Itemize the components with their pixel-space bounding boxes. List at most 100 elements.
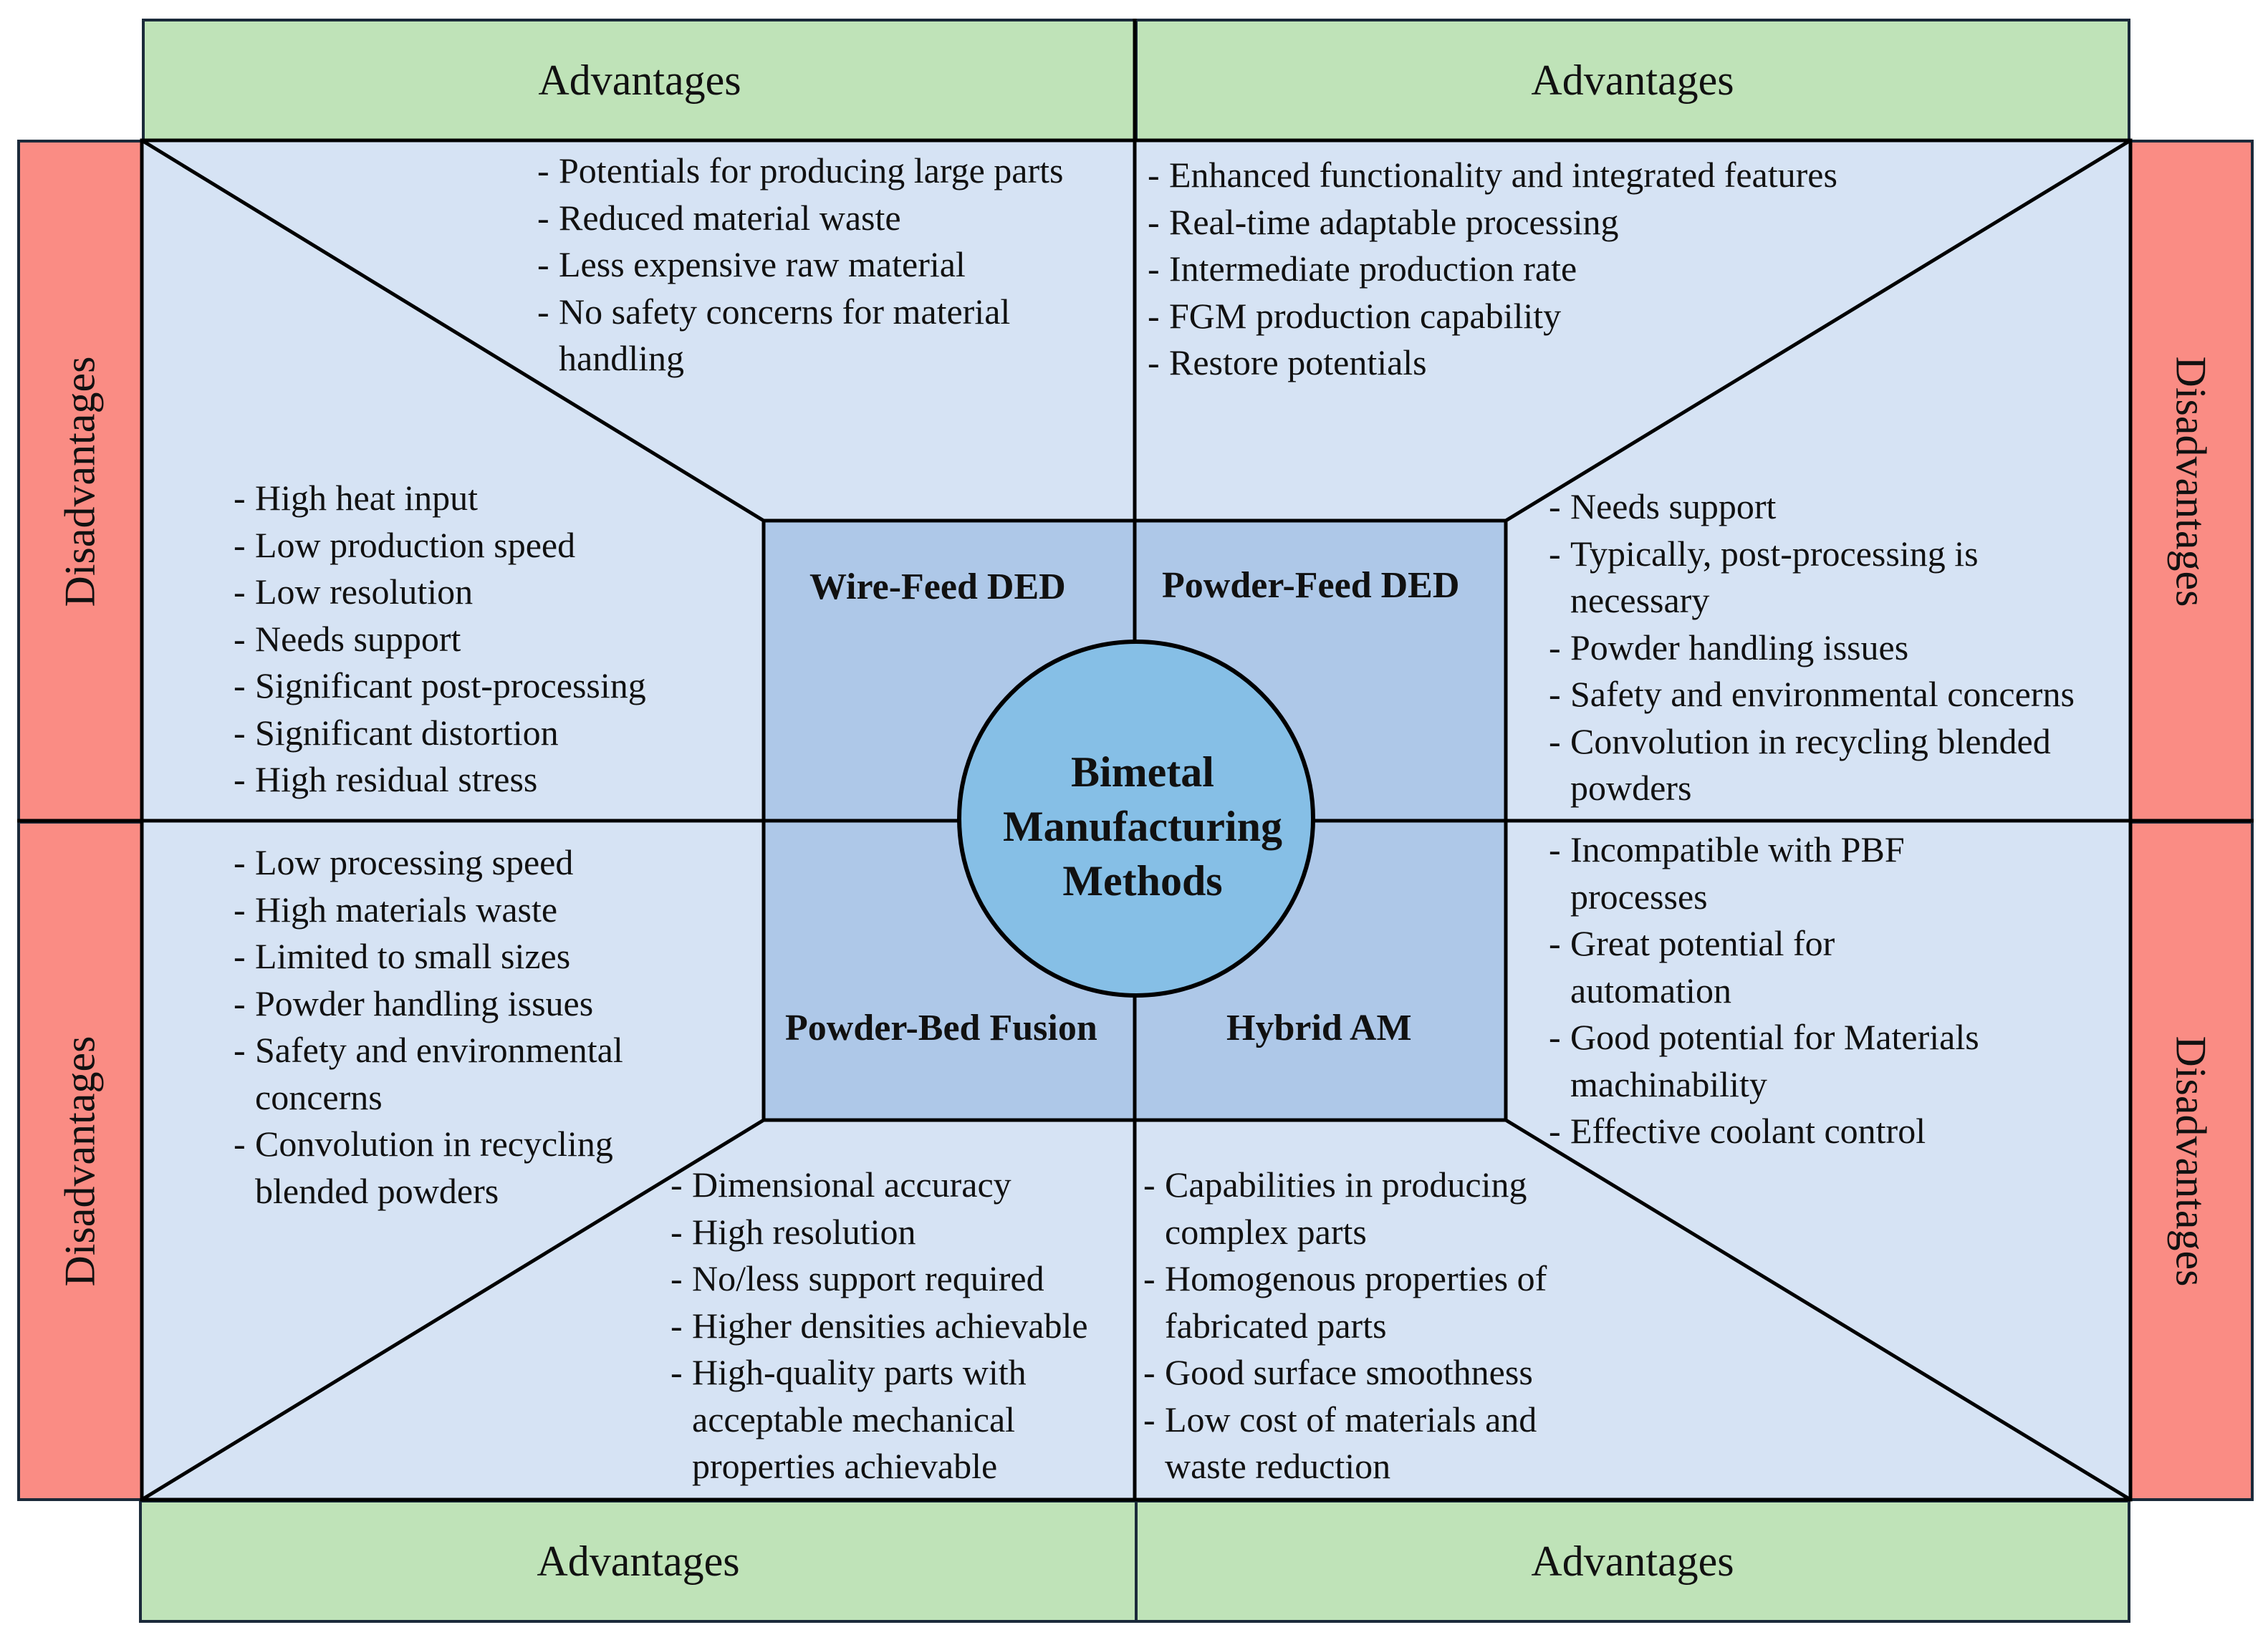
list-item: High residual stress (234, 756, 646, 804)
list-item: Needs support (234, 616, 646, 663)
list-item-text: concerns (255, 1076, 383, 1117)
list-item-text: Safety and environmental concerns (1570, 674, 2075, 714)
list-item-text: Restore potentials (1169, 342, 1427, 382)
list-item: Homogenous properties of fabricated parts (1143, 1255, 1547, 1349)
list-item: Great potential for automation (1549, 920, 1979, 1014)
list-item: Safety and environmental concerns (234, 1027, 623, 1121)
powder-feed-ded-advantages-list: Enhanced functionality and integrated fe… (1148, 152, 1837, 387)
center-circle (957, 640, 1315, 998)
list-item-text: Safety and environmental (255, 1030, 623, 1070)
powder-feed-ded-disadvantages-list: Needs supportTypically, post-processing … (1549, 483, 2075, 812)
diagonal-bottom-left (140, 1118, 765, 1502)
list-item-text: Less expensive raw material (559, 244, 966, 284)
list-item: High materials waste (234, 887, 623, 934)
advantages-band-top-left: Advantages (142, 19, 1138, 142)
list-item-text: complex parts (1165, 1211, 1367, 1252)
diagonal-bottom-right (1504, 1118, 2132, 1502)
list-item-text: High resolution (692, 1211, 916, 1252)
list-item-text: necessary (1570, 580, 1710, 620)
list-item-text: High-quality parts with (692, 1352, 1027, 1392)
list-item-text: Effective coolant control (1570, 1111, 1926, 1151)
list-item-text: Enhanced functionality and integrated fe… (1169, 155, 1837, 195)
list-item: FGM production capability (1148, 293, 1837, 340)
disadvantages-band-left-top: Disadvantages (17, 140, 143, 824)
center-title: Bimetal Manufacturing Methods (967, 745, 1318, 908)
list-item-text: handling (559, 338, 684, 378)
list-item-text: FGM production capability (1169, 295, 1562, 336)
list-item-text: Low resolution (255, 571, 474, 612)
powder-bed-fusion-advantages-list: Dimensional accuracyHigh resolutionNo/le… (671, 1162, 1088, 1490)
list-item: Low production speed (234, 522, 646, 569)
list-item-text: Low production speed (255, 524, 576, 565)
list-item: Real-time adaptable processing (1148, 199, 1837, 246)
list-item: Intermediate production rate (1148, 246, 1837, 293)
wire-feed-ded-advantages-list: Potentials for producing large partsRedu… (537, 148, 1063, 382)
list-item: Dimensional accuracy (671, 1162, 1088, 1209)
list-item-text: Significant distortion (255, 712, 559, 753)
wire-feed-ded-disadvantages-list: High heat inputLow production speedLow r… (234, 475, 646, 804)
diagonal-top-left (140, 138, 765, 523)
list-item-text: Convolution in recycling (255, 1124, 613, 1164)
list-item: Potentials for producing large parts (537, 148, 1063, 195)
list-item-text: Capabilities in producing (1165, 1164, 1527, 1205)
powder-bed-fusion-disadvantages-list: Low processing speedHigh materials waste… (234, 839, 623, 1215)
list-item: Good surface smoothness (1143, 1349, 1547, 1397)
list-item-text: Powder handling issues (1570, 627, 1909, 667)
center-title-line: Bimetal (1071, 748, 1214, 796)
list-item-text: automation (1570, 970, 1731, 1010)
list-item-text: Powder handling issues (255, 983, 594, 1023)
list-item: Reduced material waste (537, 195, 1063, 242)
list-item-text: High residual stress (255, 759, 538, 799)
list-item: Higher densities achievable (671, 1303, 1088, 1350)
list-item-text: Homogenous properties of (1165, 1258, 1547, 1298)
list-item-text: machinability (1570, 1063, 1767, 1104)
list-item: Powder handling issues (1549, 624, 2075, 672)
list-item-text: High heat input (255, 478, 479, 518)
list-item-text: Potentials for producing large parts (559, 150, 1064, 190)
list-item-text: Good surface smoothness (1165, 1352, 1533, 1392)
method-label-powder-feed-ded: Powder-Feed DED (1162, 565, 1460, 606)
center-title-line: Manufacturing (1003, 803, 1282, 850)
list-item-text: Intermediate production rate (1169, 249, 1577, 289)
list-item-text: Convolution in recycling blended (1570, 720, 2051, 761)
list-item: Convolution in recycling blended powders (1549, 718, 2075, 812)
list-item: High heat input (234, 475, 646, 522)
list-item: Restore potentials (1148, 339, 1837, 387)
list-item: Needs support (1549, 483, 2075, 531)
list-item-text: blended powders (255, 1170, 499, 1211)
list-item-text: acceptable mechanical (692, 1399, 1016, 1439)
method-label-powder-bed-fusion: Powder-Bed Fusion (785, 1008, 1097, 1048)
list-item: Limited to small sizes (234, 933, 623, 980)
center-title-line: Methods (1062, 857, 1223, 905)
advantages-label: Advantages (537, 1537, 740, 1585)
list-item-text: Dimensional accuracy (692, 1164, 1012, 1205)
advantages-band-bottom-left: Advantages (139, 1500, 1138, 1623)
list-item-text: Limited to small sizes (255, 936, 571, 976)
list-item: No/less support required (671, 1255, 1088, 1303)
list-item-text: Low processing speed (255, 842, 574, 882)
list-item-text: Great potential for (1570, 923, 1835, 963)
list-item: Significant post-processing (234, 662, 646, 710)
hybrid-am-disadvantages-list: Incompatible with PBFprocessesGreat pote… (1549, 826, 1979, 1155)
list-item-text: waste reduction (1165, 1446, 1391, 1486)
advantages-label: Advantages (1531, 56, 1734, 104)
list-item-text: Higher densities achievable (692, 1305, 1088, 1346)
list-item-text: Needs support (255, 618, 461, 659)
list-item: Enhanced functionality and integrated fe… (1148, 152, 1837, 199)
list-item: Less expensive raw material (537, 241, 1063, 289)
list-item-text: Real-time adaptable processing (1169, 201, 1619, 242)
list-item-text: powders (1570, 768, 1692, 808)
advantages-label: Advantages (538, 56, 741, 104)
list-item-text: No/less support required (692, 1258, 1044, 1298)
list-item-text: High materials waste (255, 889, 558, 930)
advantages-label: Advantages (1531, 1537, 1734, 1585)
list-item-text: properties achievable (692, 1446, 998, 1486)
list-item: Safety and environmental concerns (1549, 671, 2075, 718)
list-item-text: fabricated parts (1165, 1305, 1387, 1346)
